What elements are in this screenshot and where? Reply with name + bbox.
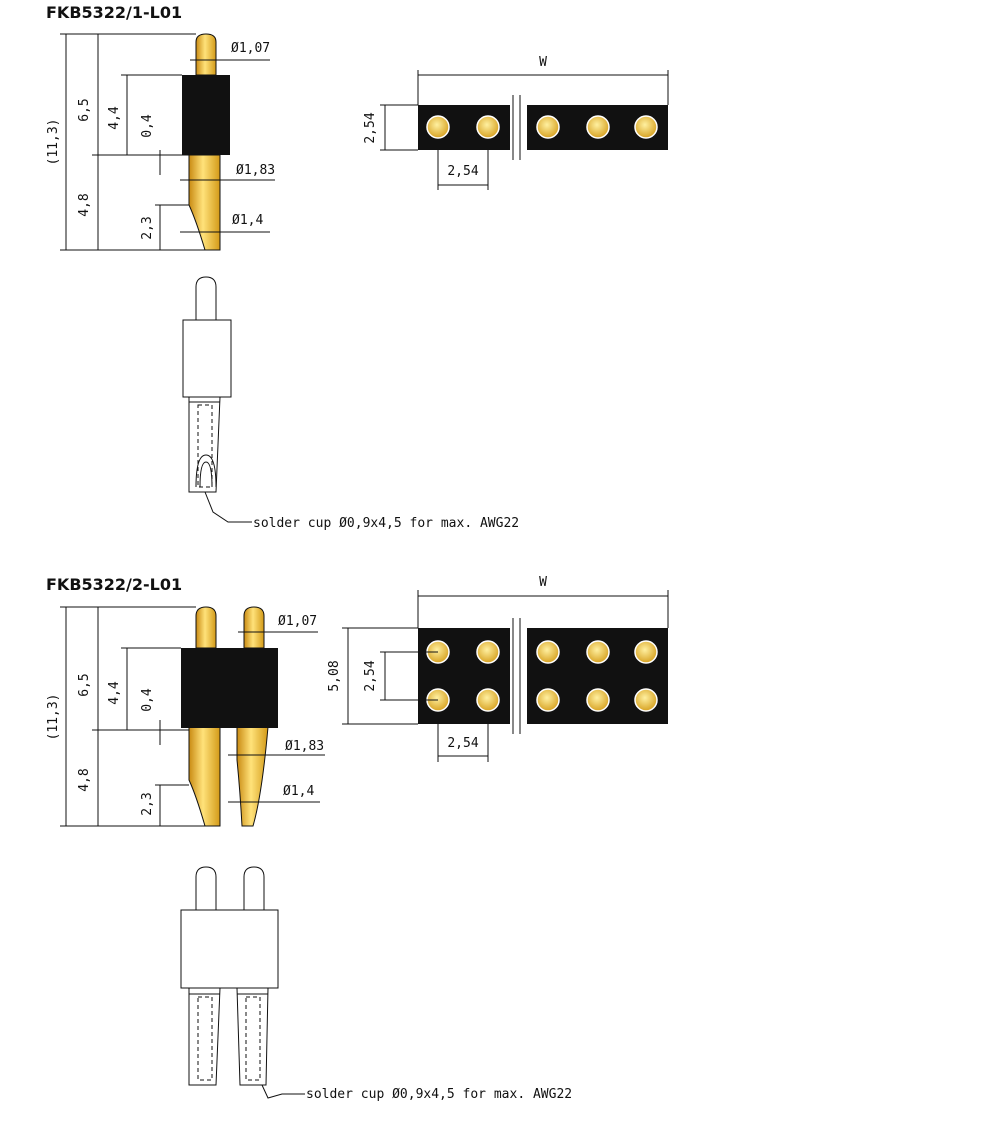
v1-dim-cup-dia: Ø1,4 — [232, 213, 263, 228]
v2-dim-total-height: 5,08 — [327, 660, 342, 691]
variant1-title: FKB5322/1-L01 — [46, 3, 182, 22]
v1-top-view — [380, 70, 669, 190]
variant2-title: FKB5322/2-L01 — [46, 575, 182, 594]
v1-solder-cup-note: solder cup Ø0,9x4,5 for max. AWG22 — [253, 516, 519, 531]
v2-dim-lower: 4,8 — [77, 768, 92, 791]
v1-dim-overall: (11,3) — [46, 119, 61, 166]
v2-side-view — [60, 606, 325, 827]
v2-solder-cup-note: solder cup Ø0,9x4,5 for max. AWG22 — [306, 1087, 572, 1102]
v1-side-view — [60, 33, 275, 251]
v2-dim-tip-dia: Ø1,07 — [278, 614, 317, 629]
v2-dim-cup: 2,3 — [140, 792, 155, 815]
v1-dim-offset: 0,4 — [140, 114, 155, 138]
v2-dim-offset: 0,4 — [140, 688, 155, 712]
v1-dim-pin-dia: Ø1,83 — [236, 163, 275, 178]
v1-insulator-body — [182, 75, 230, 155]
v1-dim-tip-dia: Ø1,07 — [231, 41, 270, 56]
v2-insulator-body — [181, 648, 278, 728]
v2-dim-col-pitch: 2,54 — [447, 736, 478, 751]
v2-dim-pin-dia: Ø1,83 — [285, 739, 324, 754]
v1-dim-upper: 6,5 — [77, 98, 92, 121]
v2-outline-view — [180, 866, 305, 1099]
v2-dim-cup-dia: Ø1,4 — [283, 784, 314, 799]
v1-dim-width: W — [539, 55, 547, 70]
v1-dim-cup: 2,3 — [140, 216, 155, 239]
v1-dim-row-pitch: 2,54 — [363, 112, 378, 143]
v2-dim-width: W — [539, 575, 547, 590]
v1-dim-body: 4,4 — [107, 106, 122, 130]
v1-dim-col-pitch: 2,54 — [447, 164, 478, 179]
v1-dim-lower: 4,8 — [77, 193, 92, 216]
v1-outline-view — [182, 276, 252, 523]
v2-top-view — [342, 590, 669, 762]
v2-dim-body: 4,4 — [107, 681, 122, 705]
v2-dim-upper: 6,5 — [77, 673, 92, 696]
v2-dim-overall: (11,3) — [46, 694, 61, 741]
v2-dim-row-pitch: 2,54 — [363, 660, 378, 691]
